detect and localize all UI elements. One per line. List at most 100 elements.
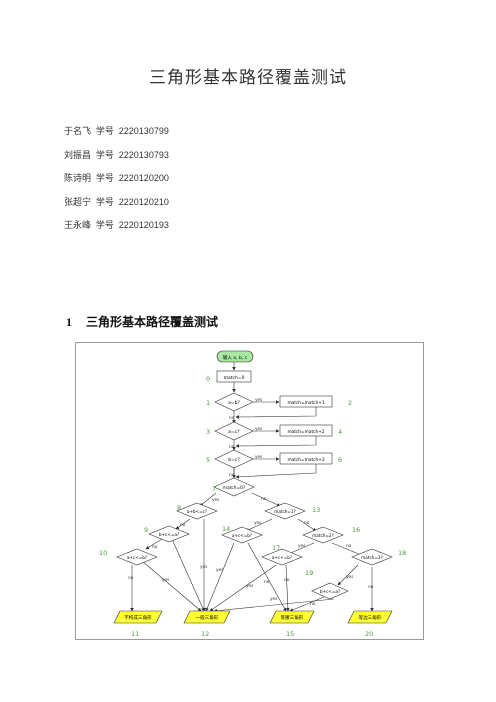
output-not-triangle bbox=[113, 610, 163, 624]
student-id: 2220120210 bbox=[118, 196, 169, 207]
output-normal-triangle bbox=[183, 610, 231, 624]
node-number: 15 bbox=[286, 630, 294, 638]
decision-b-eq-c bbox=[214, 449, 254, 469]
edge-label-no: no bbox=[229, 416, 235, 421]
section-title: 三角形基本路径覆盖测试 bbox=[86, 315, 219, 329]
edge-label-no: no bbox=[368, 585, 374, 590]
edge-label-no: no bbox=[180, 523, 186, 528]
output-label: 不构成三角形 bbox=[124, 614, 152, 621]
author-line: 张超宁 学号 2220120210 bbox=[64, 191, 169, 215]
decision-label: match=0? bbox=[223, 485, 245, 491]
author-line: 王永峰 学号 2220120193 bbox=[64, 214, 169, 238]
edge-label-yes: yes bbox=[298, 544, 306, 549]
edge-label-yes: yes bbox=[246, 584, 254, 589]
decision-label: a=b? bbox=[228, 400, 240, 406]
decision-label: a+b<=c? bbox=[187, 509, 207, 514]
node-number: 13 bbox=[312, 506, 320, 514]
author-name: 刘振昌 bbox=[64, 150, 92, 161]
decision-label: match=3? bbox=[361, 555, 383, 560]
action-label: match=match+3 bbox=[287, 457, 324, 463]
edge-label-no: no bbox=[284, 578, 290, 583]
node-number: 19 bbox=[305, 569, 313, 577]
author-list: 于名飞 学号 2220130799 刘振昌 学号 2220130793 陈诗明 … bbox=[64, 120, 169, 238]
action-match-plus-3 bbox=[279, 452, 333, 465]
author-line: 于名飞 学号 2220130799 bbox=[64, 120, 169, 144]
decision-a-plus-c bbox=[116, 548, 158, 566]
edge-label-yes: yes bbox=[216, 568, 224, 573]
node-number: 1 bbox=[206, 399, 210, 407]
node-number: 6 bbox=[338, 456, 342, 464]
decision-label: b+c<=a? bbox=[159, 532, 179, 537]
node-number: 0 bbox=[206, 375, 210, 383]
node-number: 7 bbox=[212, 485, 216, 493]
student-id: 2220130799 bbox=[118, 126, 169, 136]
document-title: 三角形基本路径覆盖测试 bbox=[149, 68, 347, 88]
action-label: match=match+2 bbox=[287, 429, 324, 435]
edge-label-no: no bbox=[261, 497, 267, 502]
edge-label-yes: yes bbox=[255, 455, 263, 460]
node-number: 10 bbox=[99, 549, 107, 557]
action-match-plus-1 bbox=[279, 395, 333, 408]
edge-label-no: no bbox=[310, 602, 316, 607]
edge-label-yes: yes bbox=[212, 498, 220, 503]
edge-label-no: no bbox=[229, 473, 235, 478]
decision-a-eq-b bbox=[214, 392, 254, 412]
decision-match-3 bbox=[351, 548, 393, 566]
decision-label: match=1? bbox=[274, 509, 296, 514]
node-number: 5 bbox=[206, 456, 210, 464]
start-terminator bbox=[216, 350, 254, 363]
edge-label-no: no bbox=[346, 544, 352, 549]
student-id-label: 学号 bbox=[95, 149, 114, 160]
edge-label-no: no bbox=[128, 576, 134, 581]
student-id: 2220120200 bbox=[118, 173, 169, 183]
student-id-label: 学号 bbox=[95, 196, 114, 207]
edge-label-no: no bbox=[304, 521, 310, 526]
decision-match-0 bbox=[213, 477, 255, 497]
student-id-label: 学号 bbox=[95, 173, 114, 183]
decision-label: match=2? bbox=[312, 533, 334, 538]
student-id: 2220130793 bbox=[118, 149, 169, 160]
decision-match-2 bbox=[302, 526, 344, 544]
node-number: 20 bbox=[365, 630, 373, 638]
output-isosceles-triangle bbox=[269, 610, 315, 624]
node-number: 8 bbox=[177, 504, 181, 512]
decision-label: b+c<=a? bbox=[320, 589, 340, 594]
section-number: 1 bbox=[66, 315, 72, 329]
node-number: 11 bbox=[131, 630, 139, 638]
decision-label: b=c? bbox=[228, 457, 240, 463]
edge-label-no: no bbox=[264, 580, 270, 585]
node-number: 14 bbox=[222, 525, 230, 533]
output-label: 一般三角形 bbox=[196, 614, 219, 621]
author-name: 于名飞 bbox=[64, 127, 92, 137]
section-heading: 1 三角形基本路径覆盖测试 bbox=[66, 313, 218, 330]
decision-label: a+c<=b? bbox=[272, 555, 292, 560]
student-id-label: 学号 bbox=[95, 126, 114, 136]
flowchart-diagram: 输入 a, b, c match=0 a=b? a=c? b=c? match=… bbox=[99, 350, 406, 638]
node-number: 18 bbox=[398, 549, 406, 557]
output-label: 等边三角形 bbox=[359, 614, 382, 621]
flowchart-frame: 输入 a, b, c match=0 a=b? a=c? b=c? match=… bbox=[75, 342, 424, 640]
edge-label-yes: yes bbox=[200, 565, 208, 570]
start-label: 输入 a, b, c bbox=[223, 354, 248, 361]
decision-match-1 bbox=[264, 502, 306, 520]
author-line: 刘振昌 学号 2220130793 bbox=[64, 144, 169, 168]
author-line: 陈诗明 学号 2220120200 bbox=[64, 167, 169, 191]
node-number: 2 bbox=[348, 399, 352, 407]
node-number: 16 bbox=[352, 526, 360, 534]
node-number: 17 bbox=[272, 544, 280, 552]
decision-a-plus-c-3 bbox=[261, 548, 303, 566]
edge-label-no: no bbox=[152, 545, 158, 550]
student-id-label: 学号 bbox=[95, 220, 114, 230]
edge-label-yes: yes bbox=[346, 575, 354, 580]
decision-b-plus-c bbox=[148, 525, 190, 543]
node-number: 3 bbox=[206, 428, 210, 436]
decision-b-plus-c-2 bbox=[311, 582, 349, 600]
decision-a-plus-b bbox=[176, 502, 218, 520]
node-number: 4 bbox=[338, 428, 342, 436]
edge-label-yes: yes bbox=[254, 521, 262, 526]
edge-label-no: no bbox=[229, 445, 235, 450]
decision-a-eq-c bbox=[214, 421, 254, 441]
action-label: match=match+1 bbox=[287, 400, 324, 406]
decision-label: a+c<=b? bbox=[232, 533, 252, 538]
edge-label-yes: yes bbox=[270, 597, 278, 602]
